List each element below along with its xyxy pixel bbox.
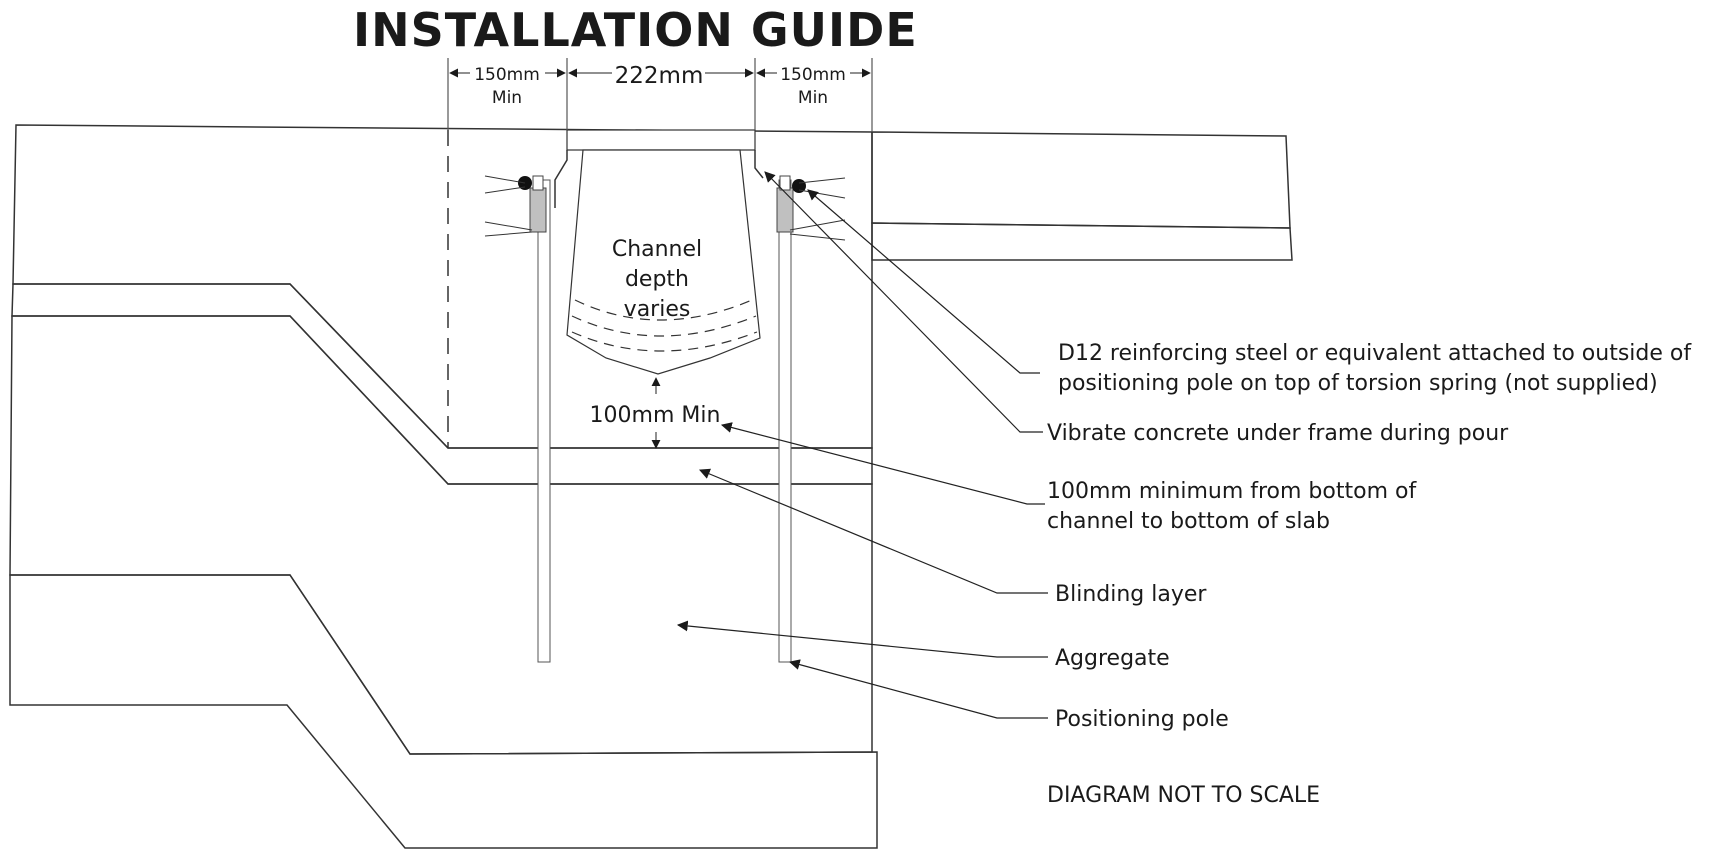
right-frame-lip <box>754 150 764 179</box>
right-clearance-value: 150mm <box>780 65 846 85</box>
right-clearance-qualifier: Min <box>798 88 828 108</box>
channel-width-value: 222mm <box>615 63 704 89</box>
left-positioning-assembly <box>484 175 551 663</box>
callout-positioning-pole: Positioning pole <box>1055 707 1229 732</box>
left-torsion-spring <box>529 187 547 233</box>
right-positioning-pole <box>778 179 792 663</box>
callout-reinforcing-steel: positioning pole on top of torsion sprin… <box>1058 371 1658 396</box>
callout-reinforcing-steel: D12 reinforcing steel or equivalent atta… <box>1058 341 1692 366</box>
channel-body <box>566 149 761 375</box>
callout-aggregate: Aggregate <box>1055 646 1170 671</box>
grate-opening <box>566 129 756 151</box>
dimension-lines <box>447 58 873 449</box>
subgrade-layer <box>9 574 878 849</box>
left-frame-lip <box>554 150 568 208</box>
aggregate-layer <box>9 315 873 755</box>
right-slab-blinding <box>871 222 1293 261</box>
channel-invert-line <box>571 315 757 337</box>
scale-note: DIAGRAM NOT TO SCALE <box>1047 783 1320 808</box>
left-clearance-qualifier: Min <box>492 88 522 108</box>
right-slab-concrete <box>871 131 1291 229</box>
left-clearance-value: 150mm <box>474 65 540 85</box>
channel-text-line: varies <box>624 297 691 322</box>
callout-blinding-layer: Blinding layer <box>1055 582 1207 607</box>
under-channel-dimension: 100mm Min <box>590 403 721 428</box>
left-positioning-pole <box>537 179 551 663</box>
channel-invert-line <box>574 299 753 321</box>
callout-vibrate-concrete: Vibrate concrete under frame during pour <box>1047 421 1509 446</box>
channel-invert-line <box>571 331 758 352</box>
channel-text-line: Channel <box>612 237 702 262</box>
page-title: INSTALLATION GUIDE <box>353 3 918 57</box>
callout-100mm-minimum: channel to bottom of slab <box>1047 509 1330 534</box>
callout-leaders <box>676 171 1048 719</box>
channel-text-line: depth <box>625 267 689 292</box>
callout-100mm-minimum: 100mm minimum from bottom of <box>1047 479 1417 504</box>
right-positioning-assembly <box>776 175 846 663</box>
right-torsion-spring <box>776 187 794 233</box>
